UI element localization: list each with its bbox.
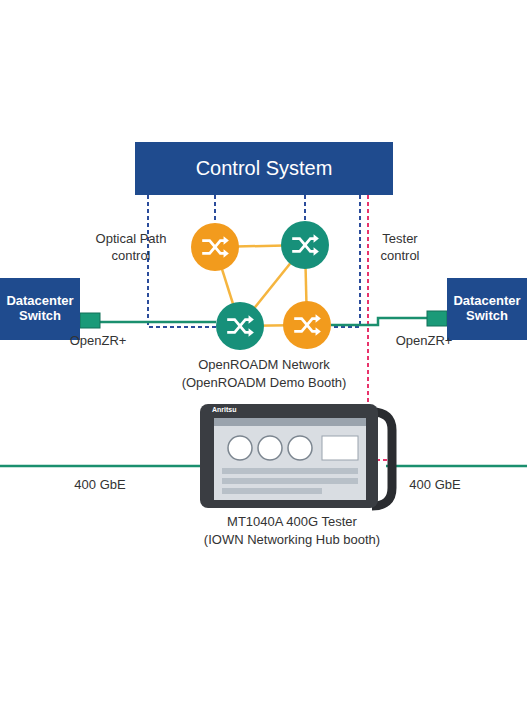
network-label: OpenROADM Network [198,357,329,374]
node-text: Datacenter Switch [447,294,527,324]
interface-label: OpenZR+ [70,333,127,350]
brand-logo: Anritsu [212,405,237,414]
link-label: 400 GbE [409,477,460,494]
fibre-line [100,321,216,324]
control-label: Optical Path control [85,231,177,265]
tester-row [222,488,322,494]
control-line [304,195,306,221]
tester-body [200,404,378,508]
tester-illustration [200,404,392,508]
roadm-circle [283,301,331,349]
tester-dial [258,436,282,460]
roadm-circle [191,223,239,271]
control-line [331,195,360,327]
transceiver-module [427,311,447,326]
device-label: MT1040A 400G Tester [227,514,357,531]
tester-row [222,468,358,474]
transceiver-module [80,313,100,328]
tester-row [222,478,358,484]
tester-screen [214,418,366,500]
ethernet-line [386,465,527,468]
switch-box: Datacenter Switch [0,278,80,340]
fibre-lines [0,318,527,466]
node-text: Datacenter Switch [0,294,80,324]
control-label: Tester control [372,231,428,265]
tester-screen-bar [214,418,366,426]
fibre-line [331,318,427,325]
roadm-circle [281,221,329,269]
tester-dial [228,436,252,460]
interface-label: OpenZR+ [396,333,453,350]
control-line [214,195,216,223]
tester-dial [288,436,312,460]
tester-panel [322,436,358,460]
node-text: Control System [196,157,333,180]
switch-box: Datacenter Switch [447,278,527,340]
roadm-nodes [191,221,331,350]
network-label: (OpenROADM Demo Booth) [182,375,347,392]
switch-symbol [294,314,321,335]
ethernet-line [0,465,205,468]
link-label: 400 GbE [74,477,125,494]
roadm-circle [216,302,264,350]
switch-symbol [227,315,254,336]
switch-symbol [292,234,319,255]
control-box: Control System [135,142,393,195]
switch-symbol [202,236,229,257]
device-label: (IOWN Networking Hub booth) [204,532,380,549]
